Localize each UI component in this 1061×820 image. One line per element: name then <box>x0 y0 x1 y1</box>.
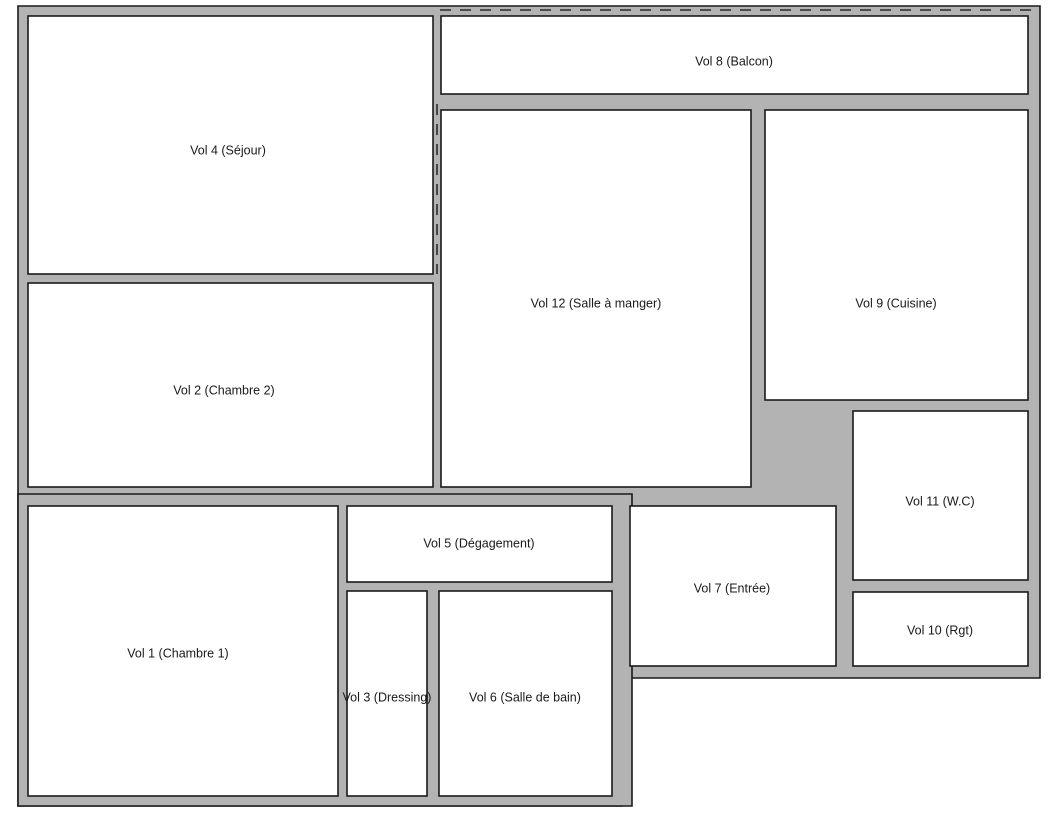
room-label-vol11: Vol 11 (W.C) <box>905 494 974 508</box>
room-void-vol9 <box>765 110 1028 400</box>
balcony-open-edges <box>436 9 1031 274</box>
room-outline-vol8 <box>440 15 1029 95</box>
room-void-vol11 <box>853 411 1028 580</box>
room-void-vol6 <box>439 591 612 796</box>
room-outline-vol11 <box>852 410 1029 581</box>
room-outline-vol12 <box>440 109 752 488</box>
room-outline-vol3 <box>346 590 428 797</box>
room-void-vol1 <box>28 506 338 796</box>
room-label-vol8: Vol 8 (Balcon) <box>695 54 773 68</box>
room-outline-vol5 <box>346 505 613 583</box>
room-label-vol10: Vol 10 (Rgt) <box>907 623 973 637</box>
room-label-vol2: Vol 2 (Chambre 2) <box>173 383 274 397</box>
room-void-vol4 <box>28 16 433 274</box>
room-label-vol1: Vol 1 (Chambre 1) <box>127 646 228 660</box>
room-outline-vol2 <box>27 282 434 488</box>
room-labels: Vol 4 (Séjour) Vol 8 (Balcon) Vol 12 (Sa… <box>127 54 974 704</box>
room-outlines <box>27 15 1029 797</box>
room-label-vol4: Vol 4 (Séjour) <box>190 143 266 157</box>
wall-structure <box>17 5 1041 807</box>
room-label-vol3: Vol 3 (Dressing) <box>343 690 432 704</box>
room-void-vol7 <box>630 506 836 666</box>
room-void-vol3 <box>347 591 427 796</box>
room-void-vol10 <box>853 592 1028 666</box>
room-label-vol7: Vol 7 (Entrée) <box>694 581 770 595</box>
room-void-vol2 <box>28 283 433 487</box>
room-outline-vol6 <box>438 590 613 797</box>
room-label-vol6: Vol 6 (Salle de bain) <box>469 690 581 704</box>
room-label-vol12: Vol 12 (Salle à manger) <box>531 296 662 310</box>
room-outline-vol7 <box>629 505 837 667</box>
room-void-vol8 <box>441 16 1028 94</box>
room-label-vol9: Vol 9 (Cuisine) <box>855 296 936 310</box>
room-outline-vol1 <box>27 505 339 797</box>
room-outline-vol10 <box>852 591 1029 667</box>
room-void-vol5 <box>347 506 612 582</box>
room-void-vol12 <box>441 110 751 487</box>
room-label-vol5: Vol 5 (Dégagement) <box>423 536 534 550</box>
room-outline-vol9 <box>764 109 1029 401</box>
room-outline-vol4 <box>27 15 434 275</box>
room-voids <box>28 16 1028 796</box>
